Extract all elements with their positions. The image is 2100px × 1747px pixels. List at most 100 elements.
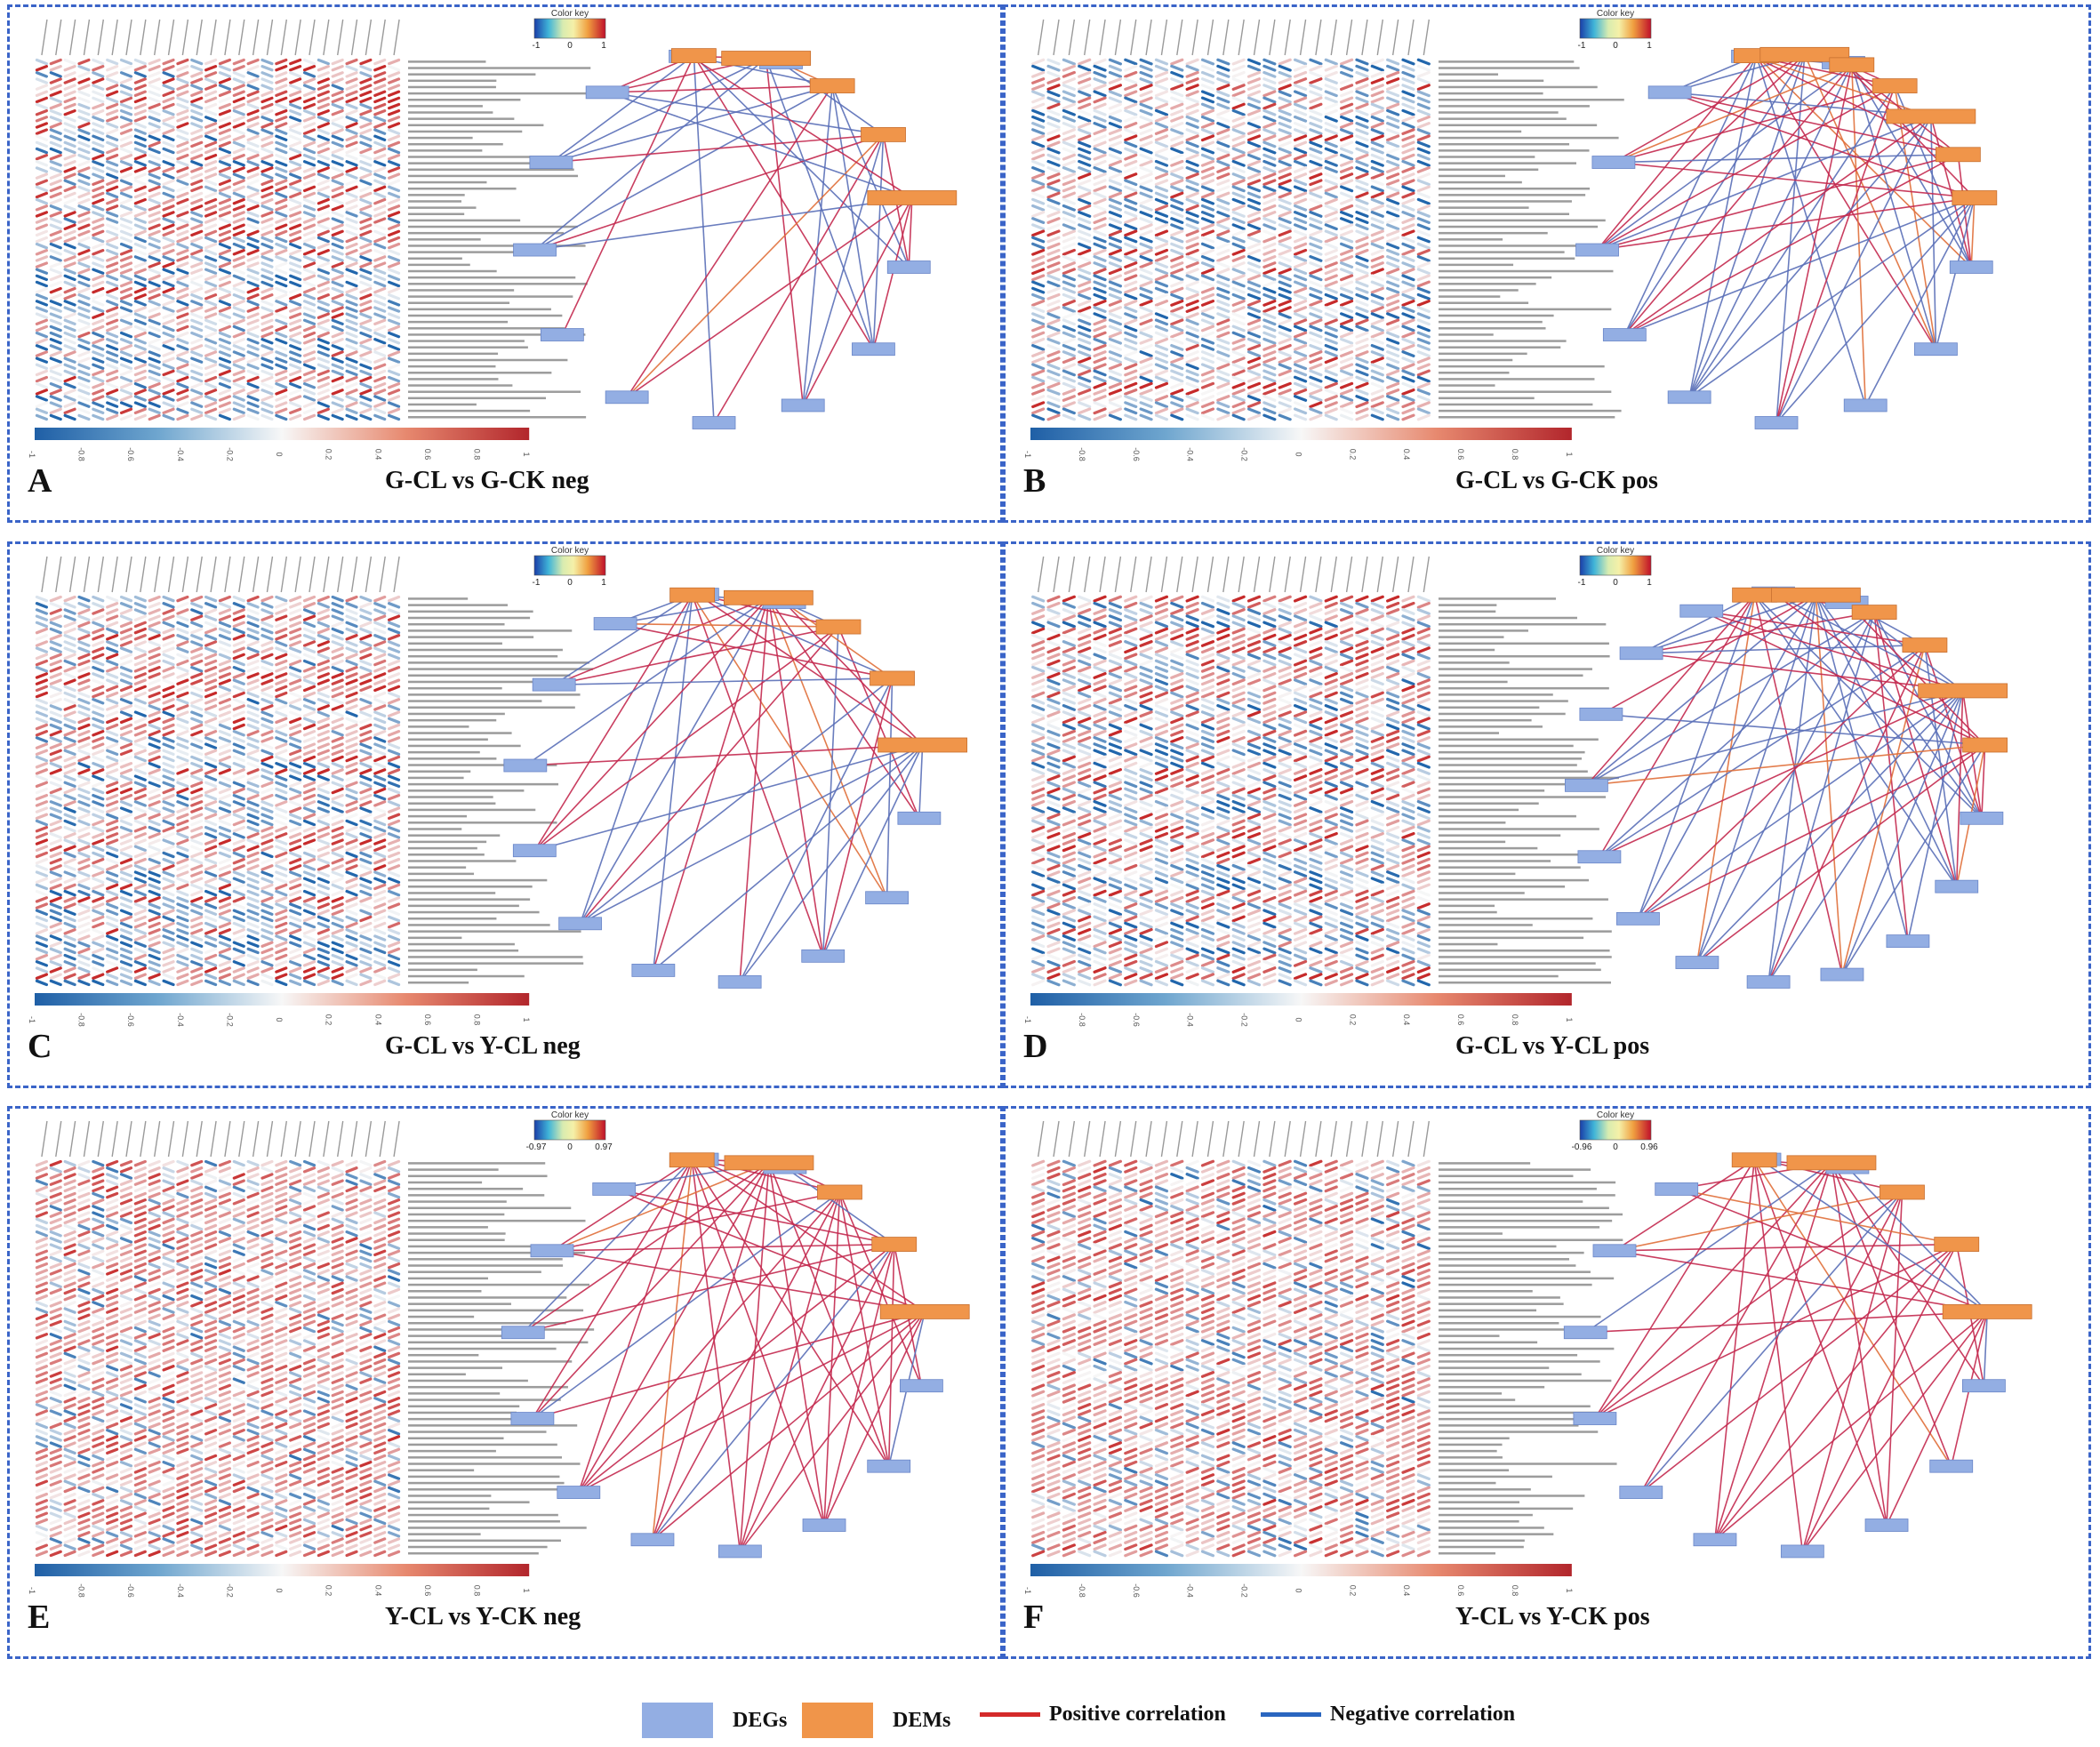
correlation-heatmap — [35, 19, 591, 421]
color-key-tick: 1 — [1647, 578, 1652, 588]
color-key-tick: -0.97 — [526, 1142, 547, 1152]
deg-node — [631, 964, 676, 977]
correlation-scale-bar — [1030, 993, 1572, 1006]
legend-positive: Positive correlation — [980, 1703, 1226, 1727]
deg-node — [717, 975, 762, 989]
color-key-tick: 1 — [601, 41, 606, 51]
scale-tick-label: -1 — [28, 1587, 36, 1594]
scale-tick-label: 0.2 — [325, 449, 333, 461]
deg-node — [1935, 879, 1979, 894]
scale-tick-label: -0.6 — [126, 1013, 135, 1027]
deg-node — [593, 617, 637, 630]
dem-node — [1880, 1184, 1925, 1200]
deg-node — [1754, 416, 1799, 429]
scale-tick-label: 0.8 — [473, 449, 482, 461]
scale-tick-label: -0.2 — [1240, 1583, 1249, 1598]
color-key-title: Color key — [1597, 9, 1634, 19]
scale-tick-label: -0.6 — [126, 1583, 135, 1598]
dem-node — [809, 78, 855, 93]
deg-node — [900, 1379, 943, 1393]
color-key-tick: 0 — [1613, 578, 1618, 588]
scale-tick-label: 0 — [275, 1017, 284, 1022]
panel-letter: B — [1023, 462, 1046, 500]
scale-tick-label: -0.6 — [1132, 1583, 1141, 1598]
dem-node — [1952, 190, 1998, 205]
deg-node — [1647, 85, 1692, 100]
scale-tick-label: 0.6 — [423, 449, 432, 461]
color-key-tick: 0 — [1613, 41, 1618, 51]
scale-tick-label: -0.4 — [176, 1013, 185, 1027]
dem-node — [724, 1155, 814, 1171]
dem-node — [669, 587, 715, 603]
legend-dems-label: DEMs — [893, 1708, 951, 1732]
deg-node — [558, 917, 603, 931]
color-key-title: Color key — [551, 9, 589, 19]
deg-node — [1693, 1533, 1737, 1547]
negative-line-swatch — [1261, 1712, 1321, 1717]
scale-tick-label: 0.8 — [1511, 1585, 1519, 1597]
scale-tick-label: 0 — [1294, 1588, 1302, 1592]
deg-node — [1929, 1459, 1974, 1473]
deg-node — [867, 1459, 911, 1473]
legend-dems: DEMs — [802, 1703, 950, 1738]
deg-node — [717, 1544, 762, 1559]
correlation-heatmap — [1031, 1120, 1623, 1558]
dem-node — [1786, 1155, 1877, 1171]
panel-title: G-CL vs G-CK neg — [385, 467, 589, 494]
deg-node — [557, 1486, 601, 1499]
legend-negative: Negative correlation — [1261, 1703, 1515, 1727]
scale-tick-label: 0.8 — [473, 1585, 482, 1597]
scale-tick-label: 1 — [1565, 1588, 1574, 1592]
deg-node — [1564, 778, 1608, 792]
scale-tick-label: 0.2 — [1348, 449, 1357, 461]
panel-title: G-CL vs G-CK pos — [1455, 467, 1658, 494]
correlation-network — [503, 587, 968, 989]
deg-node — [540, 328, 584, 341]
scale-tick-label: -0.2 — [1240, 1013, 1249, 1027]
scale-tick-label: 1 — [522, 1588, 531, 1592]
correlation-heatmap — [1031, 19, 1624, 421]
deg-node — [1962, 1379, 2006, 1393]
scale-tick-label: 0.2 — [325, 1014, 333, 1026]
scale-tick-label: 0.8 — [1511, 449, 1519, 461]
dem-node — [870, 670, 915, 686]
deg-node — [1573, 1412, 1617, 1425]
scale-tick-label: 0.4 — [1402, 1014, 1411, 1026]
scale-tick-label: 0.6 — [1456, 1585, 1465, 1597]
scale-tick-label: -0.6 — [1132, 1013, 1141, 1027]
scale-tick-label: -0.4 — [1186, 447, 1195, 461]
scale-tick-label: -0.8 — [77, 1013, 86, 1027]
deg-node — [501, 1326, 545, 1340]
deg-node — [1619, 646, 1663, 661]
scale-tick-label: 0 — [1294, 452, 1302, 456]
deg-node — [1579, 707, 1623, 721]
scale-tick-label: 0 — [275, 452, 284, 456]
deg-node — [1675, 956, 1719, 969]
panel-letter: F — [1023, 1599, 1045, 1636]
scale-tick-label: 0.4 — [373, 449, 382, 461]
correlation-network — [1564, 586, 2008, 989]
correlation-heatmap — [1031, 556, 1620, 987]
deg-node — [529, 156, 573, 169]
scale-tick-label: 0.4 — [373, 1014, 382, 1026]
deg-node — [592, 1182, 637, 1196]
scale-tick-label: 0.6 — [423, 1585, 432, 1597]
panel-letter: C — [28, 1028, 52, 1065]
deg-node — [865, 891, 909, 905]
positive-line-swatch — [980, 1712, 1040, 1717]
scale-tick-label: 0.4 — [1402, 1585, 1411, 1597]
degs-swatch — [642, 1703, 713, 1738]
deg-node — [1820, 967, 1864, 982]
deg-node — [802, 1519, 846, 1532]
color-key-tick: 1 — [1647, 41, 1652, 51]
scale-tick-label: 0.2 — [1348, 1585, 1357, 1597]
deg-node — [1655, 1182, 1699, 1196]
scale-tick-label: -1 — [1023, 1016, 1032, 1023]
legend-degs: DEGs — [642, 1703, 787, 1738]
scale-tick-label: -0.4 — [176, 1583, 185, 1598]
deg-node — [605, 390, 649, 405]
